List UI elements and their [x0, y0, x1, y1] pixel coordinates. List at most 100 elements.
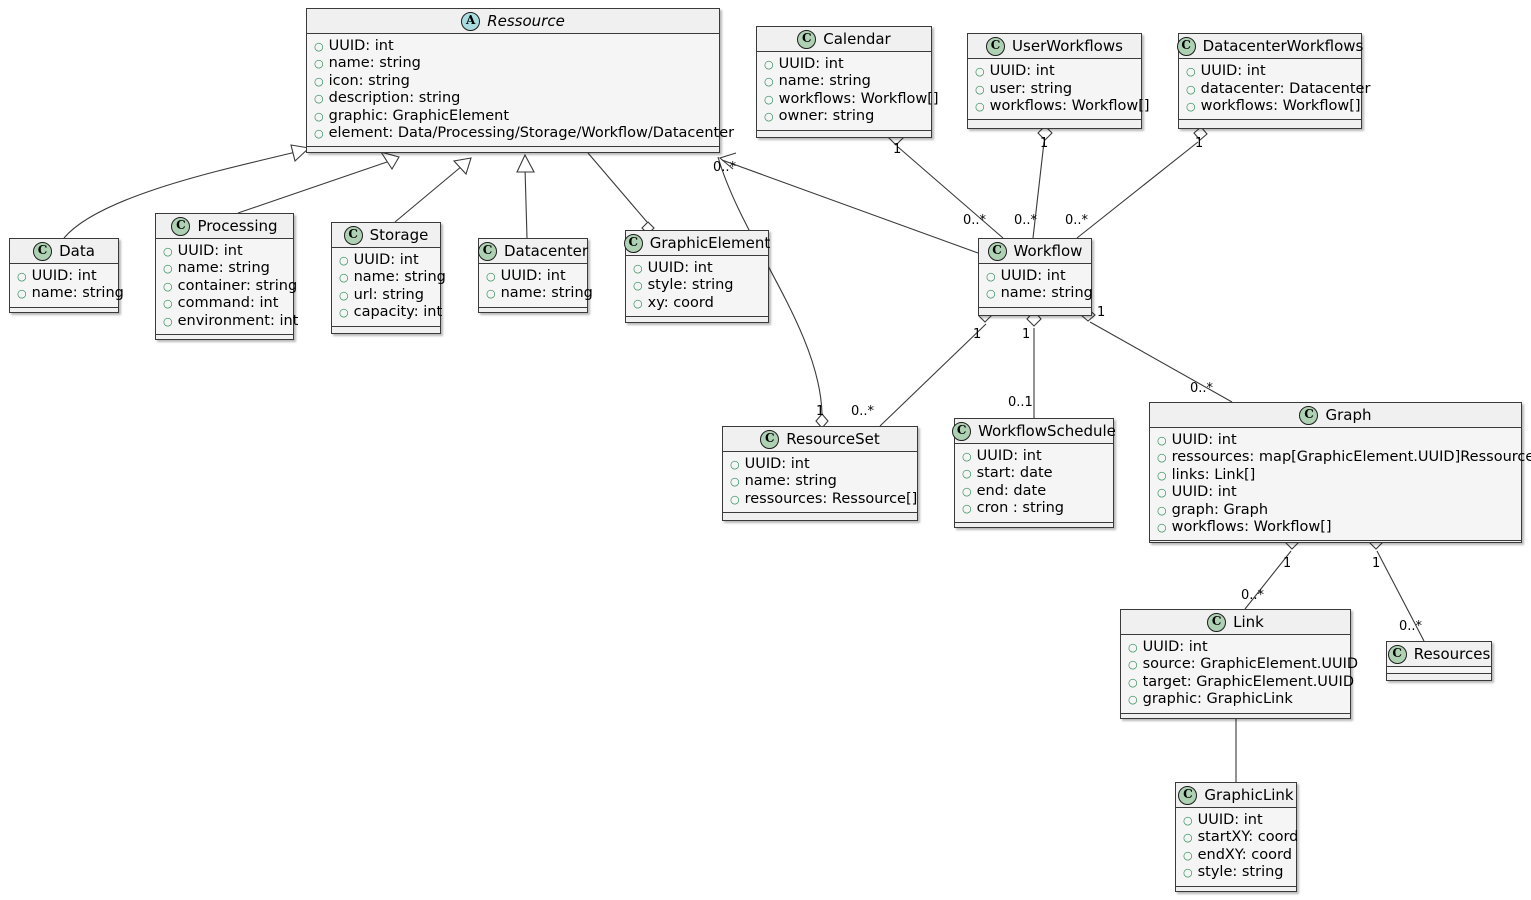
class-methods-compartment: [1150, 541, 1521, 542]
concrete-class-icon: C: [797, 29, 817, 49]
multiplicity-label: 1: [1097, 305, 1106, 320]
multiplicity-label: 0..*: [1190, 381, 1214, 396]
attribute-label: UUID: int: [1142, 639, 1208, 655]
concrete-class-icon: C: [986, 36, 1006, 56]
visibility-public-icon: ○: [163, 314, 173, 328]
class-methods-compartment: [1387, 674, 1491, 680]
class-name-label: DatacenterWorkflows: [1202, 37, 1364, 56]
attribute-row: ○UUID: int: [1157, 484, 1515, 501]
attribute-label: UUID: int: [1200, 63, 1266, 80]
visibility-public-icon: ○: [163, 297, 173, 311]
attribute-row: ○url: string: [339, 287, 434, 304]
attribute-row: ○ start: date: [962, 465, 1107, 482]
attribute-row: ○name: string: [163, 260, 287, 277]
concrete-class-icon: C: [1299, 405, 1319, 425]
visibility-public-icon: ○: [1157, 434, 1167, 447]
concrete-class-icon: C: [171, 216, 191, 236]
multiplicity-label: 1: [816, 404, 825, 419]
visibility-public-icon: ○: [764, 58, 774, 71]
visibility-public-icon: ○: [1128, 675, 1138, 689]
attribute-label: start: date: [976, 465, 1053, 482]
attribute-row: ○name: string: [986, 285, 1093, 302]
visibility-public-icon: ○: [339, 288, 349, 302]
visibility-public-icon: ○: [314, 74, 324, 88]
class-name-label: Calendar: [823, 30, 891, 48]
attribute-row: ○name: string: [17, 285, 124, 302]
visibility-public-icon: ○: [962, 467, 972, 481]
attribute-row: ○target: GraphicElement.UUID: [1128, 674, 1354, 691]
visibility-public-icon: ○: [17, 287, 27, 301]
concrete-class-icon: C: [760, 429, 780, 449]
attribute-row: ○name: string: [764, 73, 925, 90]
edge-aggregation-datacenterworkflows-workflow: [1076, 126, 1208, 239]
class-attributes-calendar: ○UUID: int○name: string○workflows: Workf…: [757, 52, 939, 131]
visibility-public-icon: ○: [1183, 866, 1193, 880]
edge-generalization-datacenter-ressource: [516, 153, 535, 239]
visibility-public-icon: ○: [1186, 99, 1196, 113]
multiplicity-label: 0..*: [1065, 213, 1089, 228]
visibility-public-icon: ○: [1183, 831, 1193, 845]
edge-generalization-processing-ressource: [237, 151, 400, 214]
visibility-public-icon: ○: [730, 475, 740, 489]
concrete-class-icon: C: [1387, 644, 1407, 664]
attribute-row: ○graphic: GraphicLink: [1128, 691, 1344, 708]
concrete-class-icon: C: [952, 421, 972, 441]
visibility-public-icon: ○: [17, 270, 27, 283]
class-attributes-link: ○UUID: int○source: GraphicElement.UUID○t…: [1121, 635, 1358, 714]
attribute-label: workflows: Workflow[]: [1171, 519, 1332, 536]
concrete-class-icon: C: [1207, 612, 1227, 632]
attribute-label: UUID: int: [1171, 484, 1237, 501]
attribute-label: UUID: int: [989, 63, 1055, 80]
concrete-class-icon: C: [987, 241, 1007, 261]
visibility-public-icon: ○: [339, 306, 349, 320]
class-attributes-resources: [1387, 667, 1491, 674]
visibility-public-icon: ○: [163, 279, 173, 293]
attribute-row: ○UUID: int: [163, 243, 287, 260]
attribute-row: ○icon: string: [314, 73, 713, 90]
attribute-row: ○startXY: coord: [1183, 829, 1298, 846]
attribute-row: ○UUID: int: [339, 252, 434, 269]
visibility-public-icon: ○: [1186, 82, 1196, 96]
class-attributes-workflow: ○UUID: int○name: string: [979, 264, 1093, 308]
visibility-public-icon: ○: [962, 502, 972, 516]
attribute-row: ○user: string: [975, 81, 1135, 98]
attribute-label: UUID: int: [1000, 268, 1066, 284]
attribute-label: owner: string: [778, 108, 875, 125]
class-attributes-graphicelement: ○UUID: int○style: string○xy: coord: [626, 256, 768, 318]
attribute-row: ○UUID: int: [764, 56, 925, 73]
class-name-label: Datacenter: [503, 242, 589, 260]
visibility-public-icon: ○: [1183, 814, 1193, 827]
class-methods-compartment: [479, 307, 587, 312]
attribute-row: ○command: int: [163, 295, 287, 312]
attribute-label: ressources: Ressource[]: [744, 490, 918, 507]
multiplicity-label: 0..*: [963, 213, 987, 228]
multiplicity-label: 0..*: [1399, 619, 1423, 634]
attribute-row: ○workflows: Workflow[]: [975, 98, 1150, 115]
attribute-row: ○xy: coord: [633, 295, 762, 312]
attribute-row: ○name: string: [339, 269, 446, 286]
visibility-public-icon: ○: [975, 82, 985, 96]
concrete-class-icon: C: [33, 241, 53, 261]
